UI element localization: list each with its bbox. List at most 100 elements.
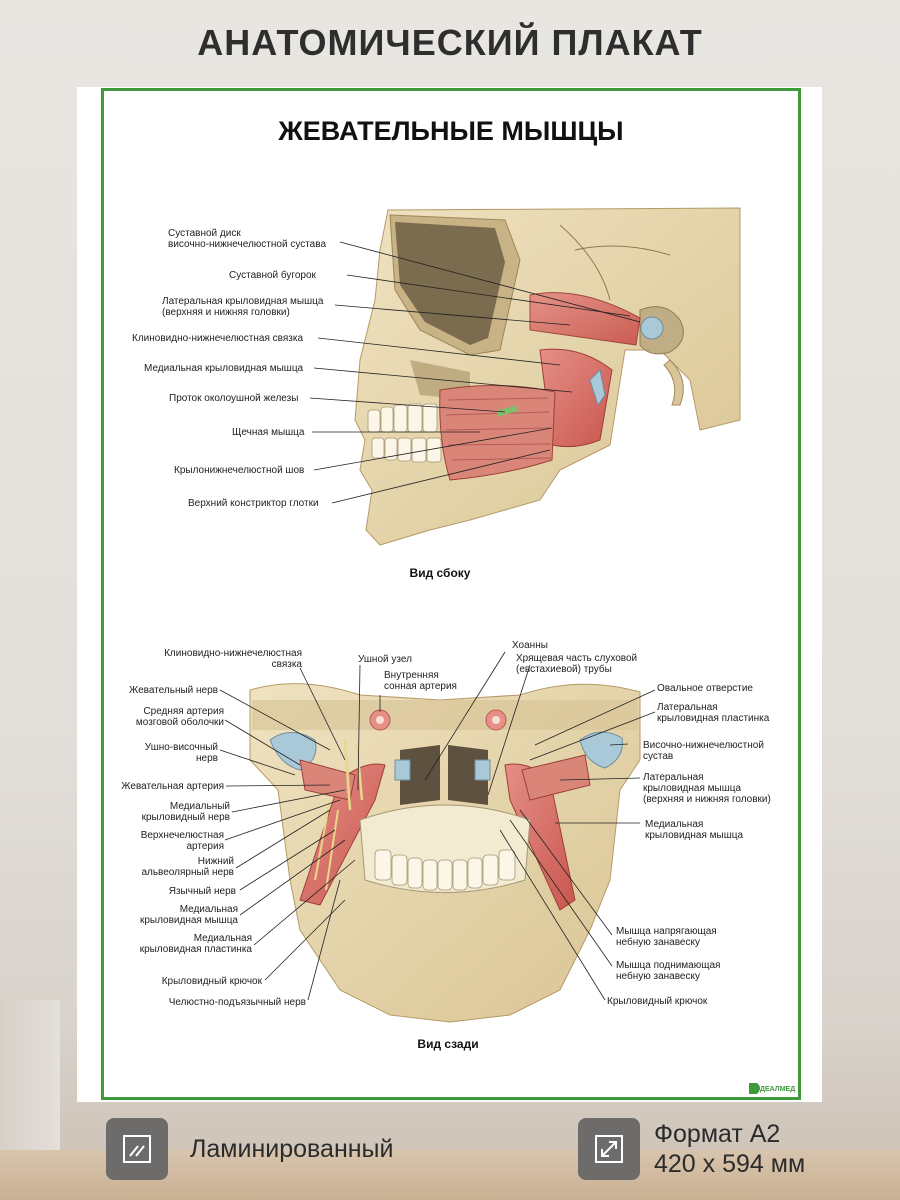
anatomy-label: Жевательная артерия bbox=[121, 781, 224, 792]
anatomy-label: Щечная мышца bbox=[232, 427, 305, 438]
anatomy-label-line: Суставной бугорок bbox=[229, 269, 317, 281]
anatomy-label: Проток околоушной железы bbox=[169, 393, 298, 404]
anatomy-label: Язычный нерв bbox=[169, 886, 236, 897]
anatomy-label-line: Клиновидно-нижнечелюстная bbox=[164, 648, 302, 659]
anatomy-label-line: Жевательный нерв bbox=[129, 685, 218, 696]
anatomy-label-line: крыловидная пластинка bbox=[657, 713, 770, 724]
anatomy-label-line: Медиальная крыловидная мышца bbox=[144, 363, 304, 374]
feature-format: Формат А2 420 x 594 мм bbox=[578, 1118, 805, 1180]
anatomy-label-line: Медиальная bbox=[194, 933, 252, 944]
anatomy-label: Клиновидно-нижнечелюстная связка bbox=[132, 333, 303, 344]
anatomy-label-line: Медиальная bbox=[180, 904, 238, 915]
anatomy-label-line: Клиновидно-нижнечелюстная связка bbox=[132, 333, 303, 344]
anatomy-label-line: сустав bbox=[643, 751, 673, 762]
anatomy-label: Овальное отверстие bbox=[657, 683, 753, 694]
anatomy-label-line: Мышца поднимающая bbox=[616, 960, 720, 971]
anatomy-label-line: небную занавеску bbox=[616, 936, 700, 948]
anatomy-label: Хоанны bbox=[512, 640, 548, 651]
format-size: 420 x 594 мм bbox=[654, 1150, 806, 1178]
anatomy-label-line: нерв bbox=[196, 753, 218, 764]
anatomy-label-line: Латеральная bbox=[643, 772, 704, 783]
anatomy-label: Крыловидный крючок bbox=[607, 996, 708, 1007]
anatomy-label-line: Ушной узел bbox=[358, 654, 412, 665]
posterior-leader-lines bbox=[219, 651, 656, 1001]
anatomy-label-line: височно-нижнечелюстной сустава bbox=[168, 239, 326, 250]
anatomy-label-line: (евстахиевой) трубы bbox=[516, 663, 612, 675]
anatomy-label-line: Овальное отверстие bbox=[657, 683, 753, 694]
anatomy-label-line: (верхняя и нижняя головки) bbox=[643, 794, 771, 805]
poster-border bbox=[101, 88, 801, 1100]
anatomy-label: Челюстно-подъязычный нерв bbox=[169, 997, 306, 1008]
anatomy-label: Медиальная крыловидная мышца bbox=[144, 363, 304, 374]
anatomy-label-line: Верхний констриктор глотки bbox=[188, 498, 319, 509]
laminated-label: Ламинированный bbox=[190, 1135, 394, 1163]
page-heading: АНАТОМИЧЕСКИЙ ПЛАКАТ bbox=[197, 22, 703, 63]
feature-laminated: Ламинированный bbox=[106, 1118, 394, 1180]
anatomy-label-line: связка bbox=[272, 659, 303, 670]
anatomy-label-line: Височно-нижнечелюстной bbox=[643, 740, 764, 751]
posterior-skull-illustration bbox=[249, 683, 641, 1023]
resize-icon bbox=[578, 1118, 640, 1180]
anatomy-label-line: Мышца напрягающая bbox=[616, 926, 717, 937]
anatomy-label-line: Хоанны bbox=[512, 640, 548, 651]
anatomy-label-line: Щечная мышца bbox=[232, 427, 305, 438]
anatomy-label-line: крыловидная пластинка bbox=[140, 944, 253, 955]
anatomy-label: Верхний констриктор глотки bbox=[188, 498, 319, 509]
format-text: Формат А2 420 x 594 мм bbox=[654, 1119, 805, 1179]
laminated-icon bbox=[106, 1118, 168, 1180]
anatomy-label-line: альвеолярный нерв bbox=[141, 867, 234, 878]
anatomy-label-line: Язычный нерв bbox=[169, 886, 236, 897]
anatomy-label-line: Медиальный bbox=[170, 801, 230, 812]
posterior-view-caption: Вид сзади bbox=[417, 1037, 478, 1051]
anatomy-label-line: Латеральная bbox=[657, 702, 718, 713]
anatomy-label-line: мозговой оболочки bbox=[136, 716, 224, 728]
lateral-leader-lines bbox=[309, 241, 641, 504]
format-label: Формат А2 bbox=[654, 1120, 781, 1148]
anatomy-label-line: Внутренняя bbox=[384, 670, 439, 681]
anatomy-label-line: артерия bbox=[187, 841, 225, 852]
anatomy-label-line: крыловидная мышца bbox=[645, 830, 743, 841]
anatomy-label-line: Средняя артерия bbox=[143, 706, 224, 717]
anatomy-label: Крылонижнечелюстной шов bbox=[174, 465, 304, 476]
anatomy-label-line: крыловидная мышца bbox=[140, 915, 238, 926]
brand-logo: ДЕАЛМЕД bbox=[749, 1083, 795, 1094]
anatomy-label-line: сонная артерия bbox=[384, 681, 457, 692]
anatomy-label-line: (верхняя и нижняя головки) bbox=[162, 307, 290, 318]
anatomy-label-line: Нижний bbox=[198, 856, 234, 867]
poster-title: ЖЕВАТЕЛЬНЫЕ МЫШЦЫ bbox=[278, 116, 624, 146]
anatomy-label: Ушной узел bbox=[358, 654, 412, 665]
anatomy-label-line: Суставной диск bbox=[168, 228, 241, 239]
anatomy-label: Жевательный нерв bbox=[129, 685, 218, 696]
anatomy-label: Хрящевая часть слуховой(евстахиевой) тру… bbox=[516, 653, 637, 675]
anatomy-label-line: Проток околоушной железы bbox=[169, 393, 298, 404]
anatomy-label-line: Верхнечелюстная bbox=[141, 830, 224, 841]
anatomy-label-line: Ушно-височный bbox=[145, 742, 218, 753]
anatomy-label-line: небную занавеску bbox=[616, 970, 700, 982]
anatomy-label-line: Медиальная bbox=[645, 819, 703, 830]
anatomy-label-line: Латеральная крыловидная мышца bbox=[162, 296, 324, 307]
anatomy-label-line: Челюстно-подъязычный нерв bbox=[169, 997, 306, 1008]
anatomy-label: Латеральная крыловидная мышца(верхняя и … bbox=[162, 296, 324, 318]
anatomy-label-line: крыловидный нерв bbox=[142, 812, 230, 823]
anatomy-label: Крыловидный крючок bbox=[162, 976, 263, 987]
lateral-skull-illustration bbox=[354, 207, 741, 546]
anatomy-label-line: Хрящевая часть слуховой bbox=[516, 653, 637, 664]
brand-name: ДЕАЛМЕД bbox=[760, 1086, 795, 1093]
